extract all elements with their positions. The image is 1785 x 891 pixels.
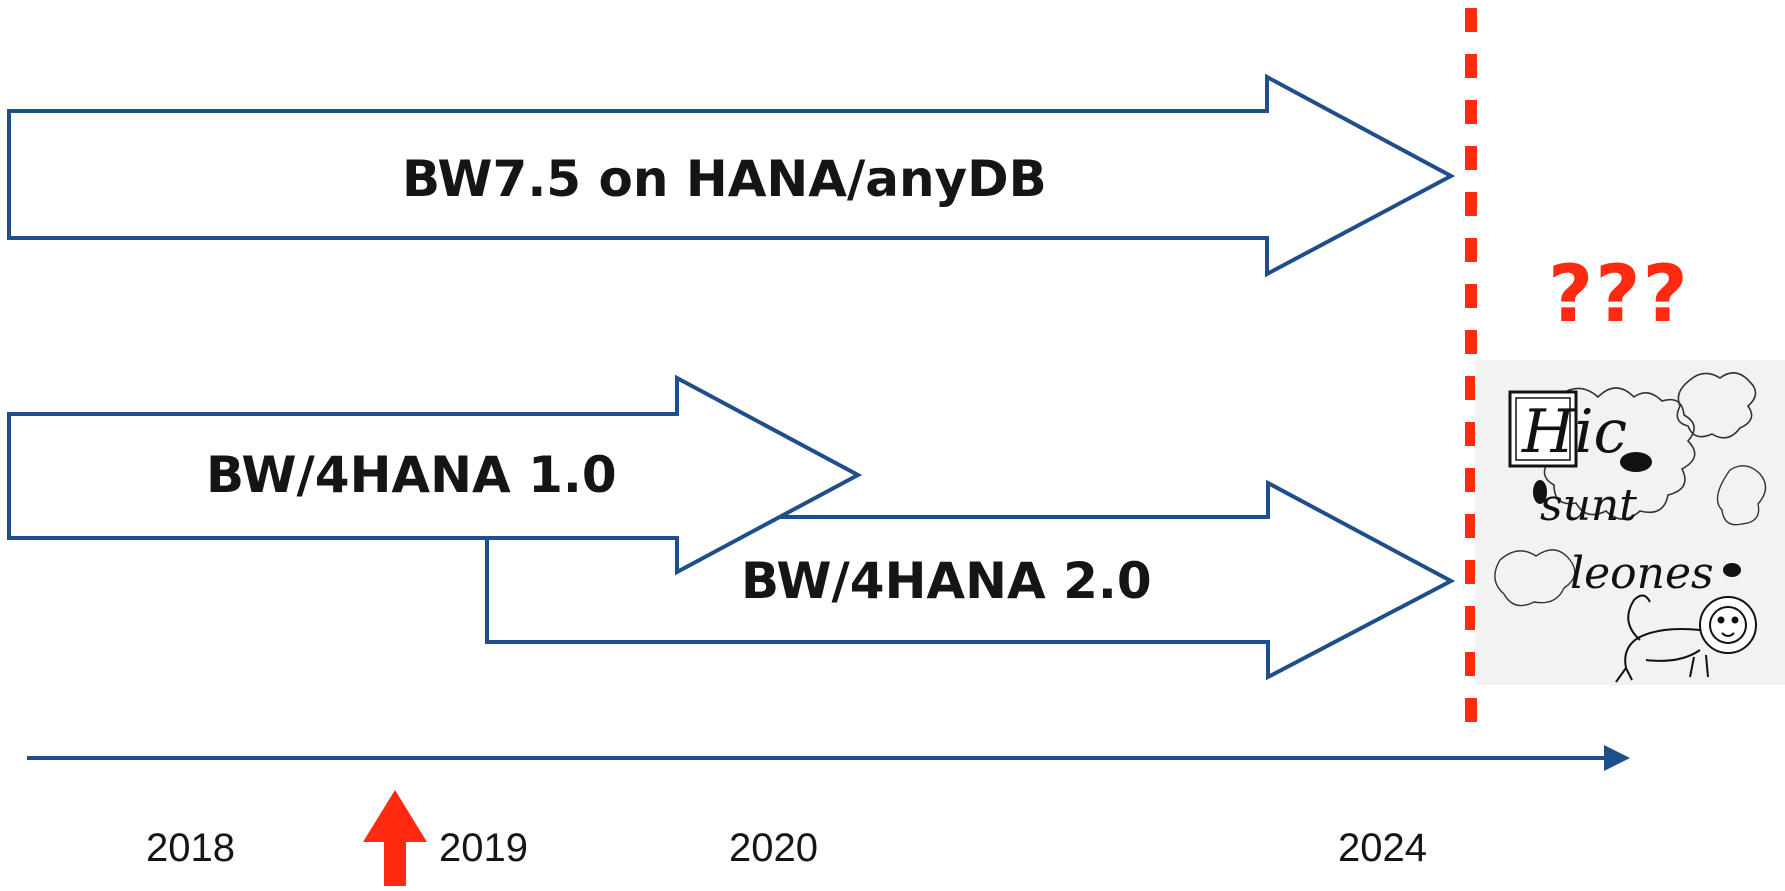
timeline-arrowhead: [1604, 745, 1630, 771]
map-inscription-sunt: sunt: [1540, 480, 1637, 531]
hic-sunt-leones-map-icon: Hic sunt leones: [1475, 360, 1785, 685]
year-label-2020: 2020: [729, 826, 818, 870]
lion-figure: [1615, 594, 1757, 683]
bw4hana-2-arrow-label: BW/4HANA 2.0: [741, 552, 1152, 610]
bw75-arrow: [7, 73, 1456, 278]
year-label-2024: 2024: [1338, 826, 1427, 870]
unknown-future-marks: ???: [1548, 250, 1690, 340]
year-label-2018: 2018: [146, 826, 235, 870]
bw4hana-1-arrow: [7, 374, 863, 576]
bw4hana-1-arrow-label: BW/4HANA 1.0: [206, 446, 617, 504]
map-inscription-hic: Hic: [1521, 397, 1627, 467]
year-label-2019: 2019: [439, 826, 528, 870]
map-inscription-leones: leones: [1570, 548, 1714, 599]
bw75-arrow-label: BW7.5 on HANA/anyDB: [402, 150, 1047, 208]
current-position-arrow: [363, 790, 427, 886]
